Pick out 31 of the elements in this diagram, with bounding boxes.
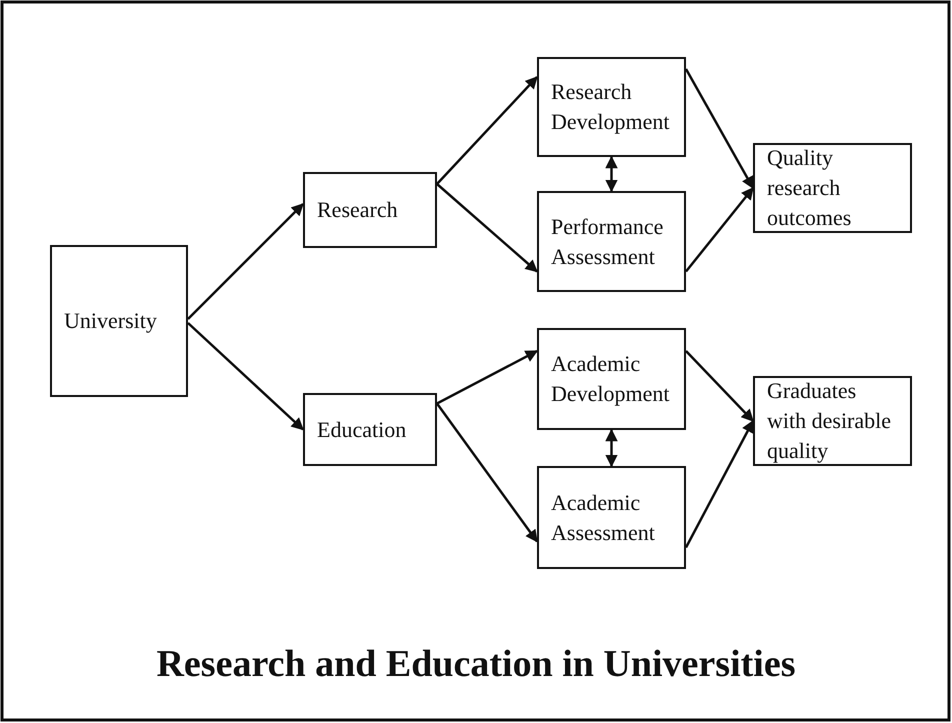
arrow — [685, 187, 754, 272]
arrow — [436, 402, 538, 542]
box-label: Research Development — [551, 78, 671, 136]
arrow — [187, 203, 304, 320]
diagram-title: Research and Education in Universities — [155, 642, 796, 686]
process-box — [537, 57, 686, 157]
box-label: Performance Assessment — [551, 212, 664, 270]
arrow — [436, 76, 538, 185]
box-label: University — [64, 307, 157, 336]
arrow — [436, 183, 538, 272]
process-box — [303, 393, 437, 466]
box-label: Academic Assessment — [551, 488, 656, 546]
box-label: Academic Development — [551, 350, 671, 408]
process-box — [537, 466, 686, 569]
box-label: Graduates with desirable quality — [767, 377, 892, 465]
arrow — [684, 420, 754, 548]
double-arrow — [605, 428, 618, 468]
box-label: Quality research outcomes — [767, 144, 852, 232]
arrow — [187, 322, 304, 430]
process-box — [537, 191, 686, 292]
process-box — [753, 143, 912, 233]
process-box — [50, 245, 188, 397]
double-arrow — [605, 156, 618, 192]
box-label: Research — [317, 196, 398, 224]
arrow — [436, 350, 538, 405]
process-box — [537, 328, 686, 430]
process-box — [303, 172, 437, 248]
process-box — [753, 376, 912, 466]
arrow — [685, 350, 754, 422]
arrow — [684, 68, 754, 190]
box-label: Education — [317, 416, 406, 444]
